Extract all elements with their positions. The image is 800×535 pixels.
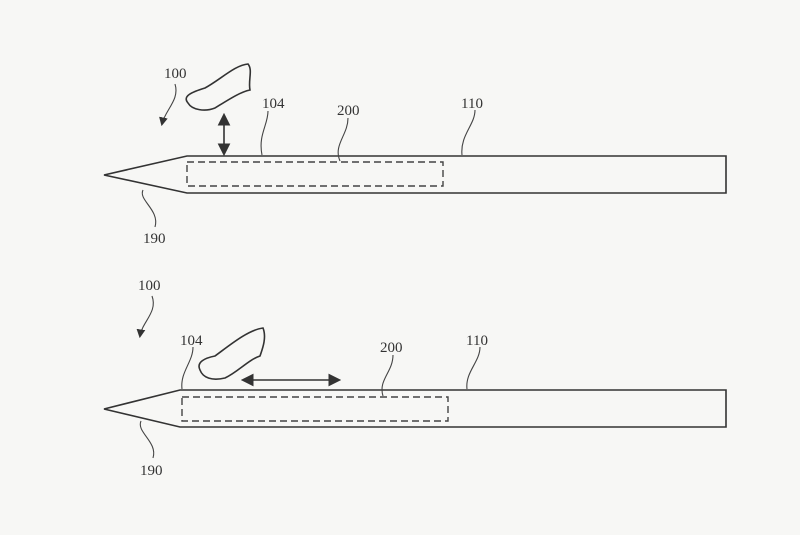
leader-200 [337,117,349,162]
label-190: 190 [140,463,163,479]
label-200: 200 [337,103,360,119]
sensor-region-dashed [181,396,449,422]
figure-top-tap: 100 104 200 110 190 [103,63,727,247]
label-104: 104 [262,96,285,112]
label-110: 110 [461,96,483,112]
figure-bottom-slide: 100 104 200 110 190 [103,278,727,479]
leader-110 [461,109,476,156]
leader-190 [141,189,157,228]
finger-icon [185,63,252,111]
label-190: 190 [143,231,166,247]
finger-icon [198,327,266,380]
stylus-body [103,389,727,428]
leader-104 [260,110,269,156]
leader-100 [159,83,177,127]
label-100: 100 [138,278,161,294]
sensor-region-dashed [186,161,444,187]
leader-190 [139,420,155,459]
label-110: 110 [466,333,488,349]
leader-200 [381,354,394,397]
label-100: 100 [164,66,187,82]
leader-100 [136,295,154,339]
leader-104 [181,346,194,390]
stylus-body [103,155,727,194]
label-104: 104 [180,333,203,349]
label-200: 200 [380,340,403,356]
leader-110 [466,346,481,390]
